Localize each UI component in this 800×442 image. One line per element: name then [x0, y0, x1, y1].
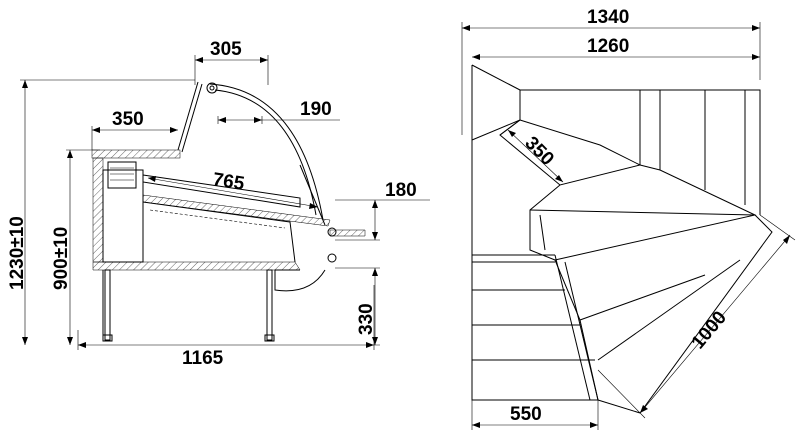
dim-base-height-label: 330 — [356, 303, 377, 335]
dim-bottom-width: 550 — [471, 380, 599, 430]
dim-counter-height: 900±10 — [51, 149, 100, 345]
dim-outer-width: 1340 — [461, 7, 761, 135]
dim-bottom-width-label: 550 — [510, 404, 542, 425]
dim-top-width-label: 305 — [210, 39, 242, 60]
top-view: 1340 1260 550 1000 — [461, 7, 796, 430]
dim-corner-shelf: 350 — [507, 129, 564, 183]
dim-total-depth: 1165 — [77, 285, 380, 369]
side-view: 1165 1230±10 900±10 305 — [7, 39, 430, 369]
dim-front-ledge: 180 — [335, 180, 430, 241]
corner-counter — [471, 64, 773, 414]
dim-corner-shelf-label: 350 — [520, 133, 557, 170]
dim-shelf-depth: 350 — [91, 109, 178, 150]
dim-front-ledge-label: 180 — [385, 180, 417, 201]
dim-inner-width-label: 1260 — [587, 36, 629, 57]
dim-display-depth: 765 — [147, 169, 319, 209]
dim-inner-shelf-label: 190 — [300, 99, 332, 120]
dim-shelf-depth-label: 350 — [112, 109, 144, 130]
dim-diagonal-front: 1000 — [597, 214, 796, 419]
dim-inner-shelf: 190 — [217, 99, 340, 124]
dim-total-depth-label: 1165 — [182, 348, 224, 369]
dim-total-height-label: 1230±10 — [7, 216, 28, 290]
dim-outer-width-label: 1340 — [587, 7, 629, 28]
dim-base-height: 330 — [335, 267, 380, 345]
cabinet-body — [91, 81, 366, 342]
dim-top-width: 305 — [194, 39, 269, 85]
dim-total-height: 1230±10 — [7, 79, 195, 345]
dim-inner-width: 1260 — [472, 36, 760, 60]
dim-diagonal-front-label: 1000 — [688, 307, 731, 353]
dim-counter-height-label: 900±10 — [51, 227, 72, 290]
dim-display-depth-label: 765 — [211, 169, 246, 195]
